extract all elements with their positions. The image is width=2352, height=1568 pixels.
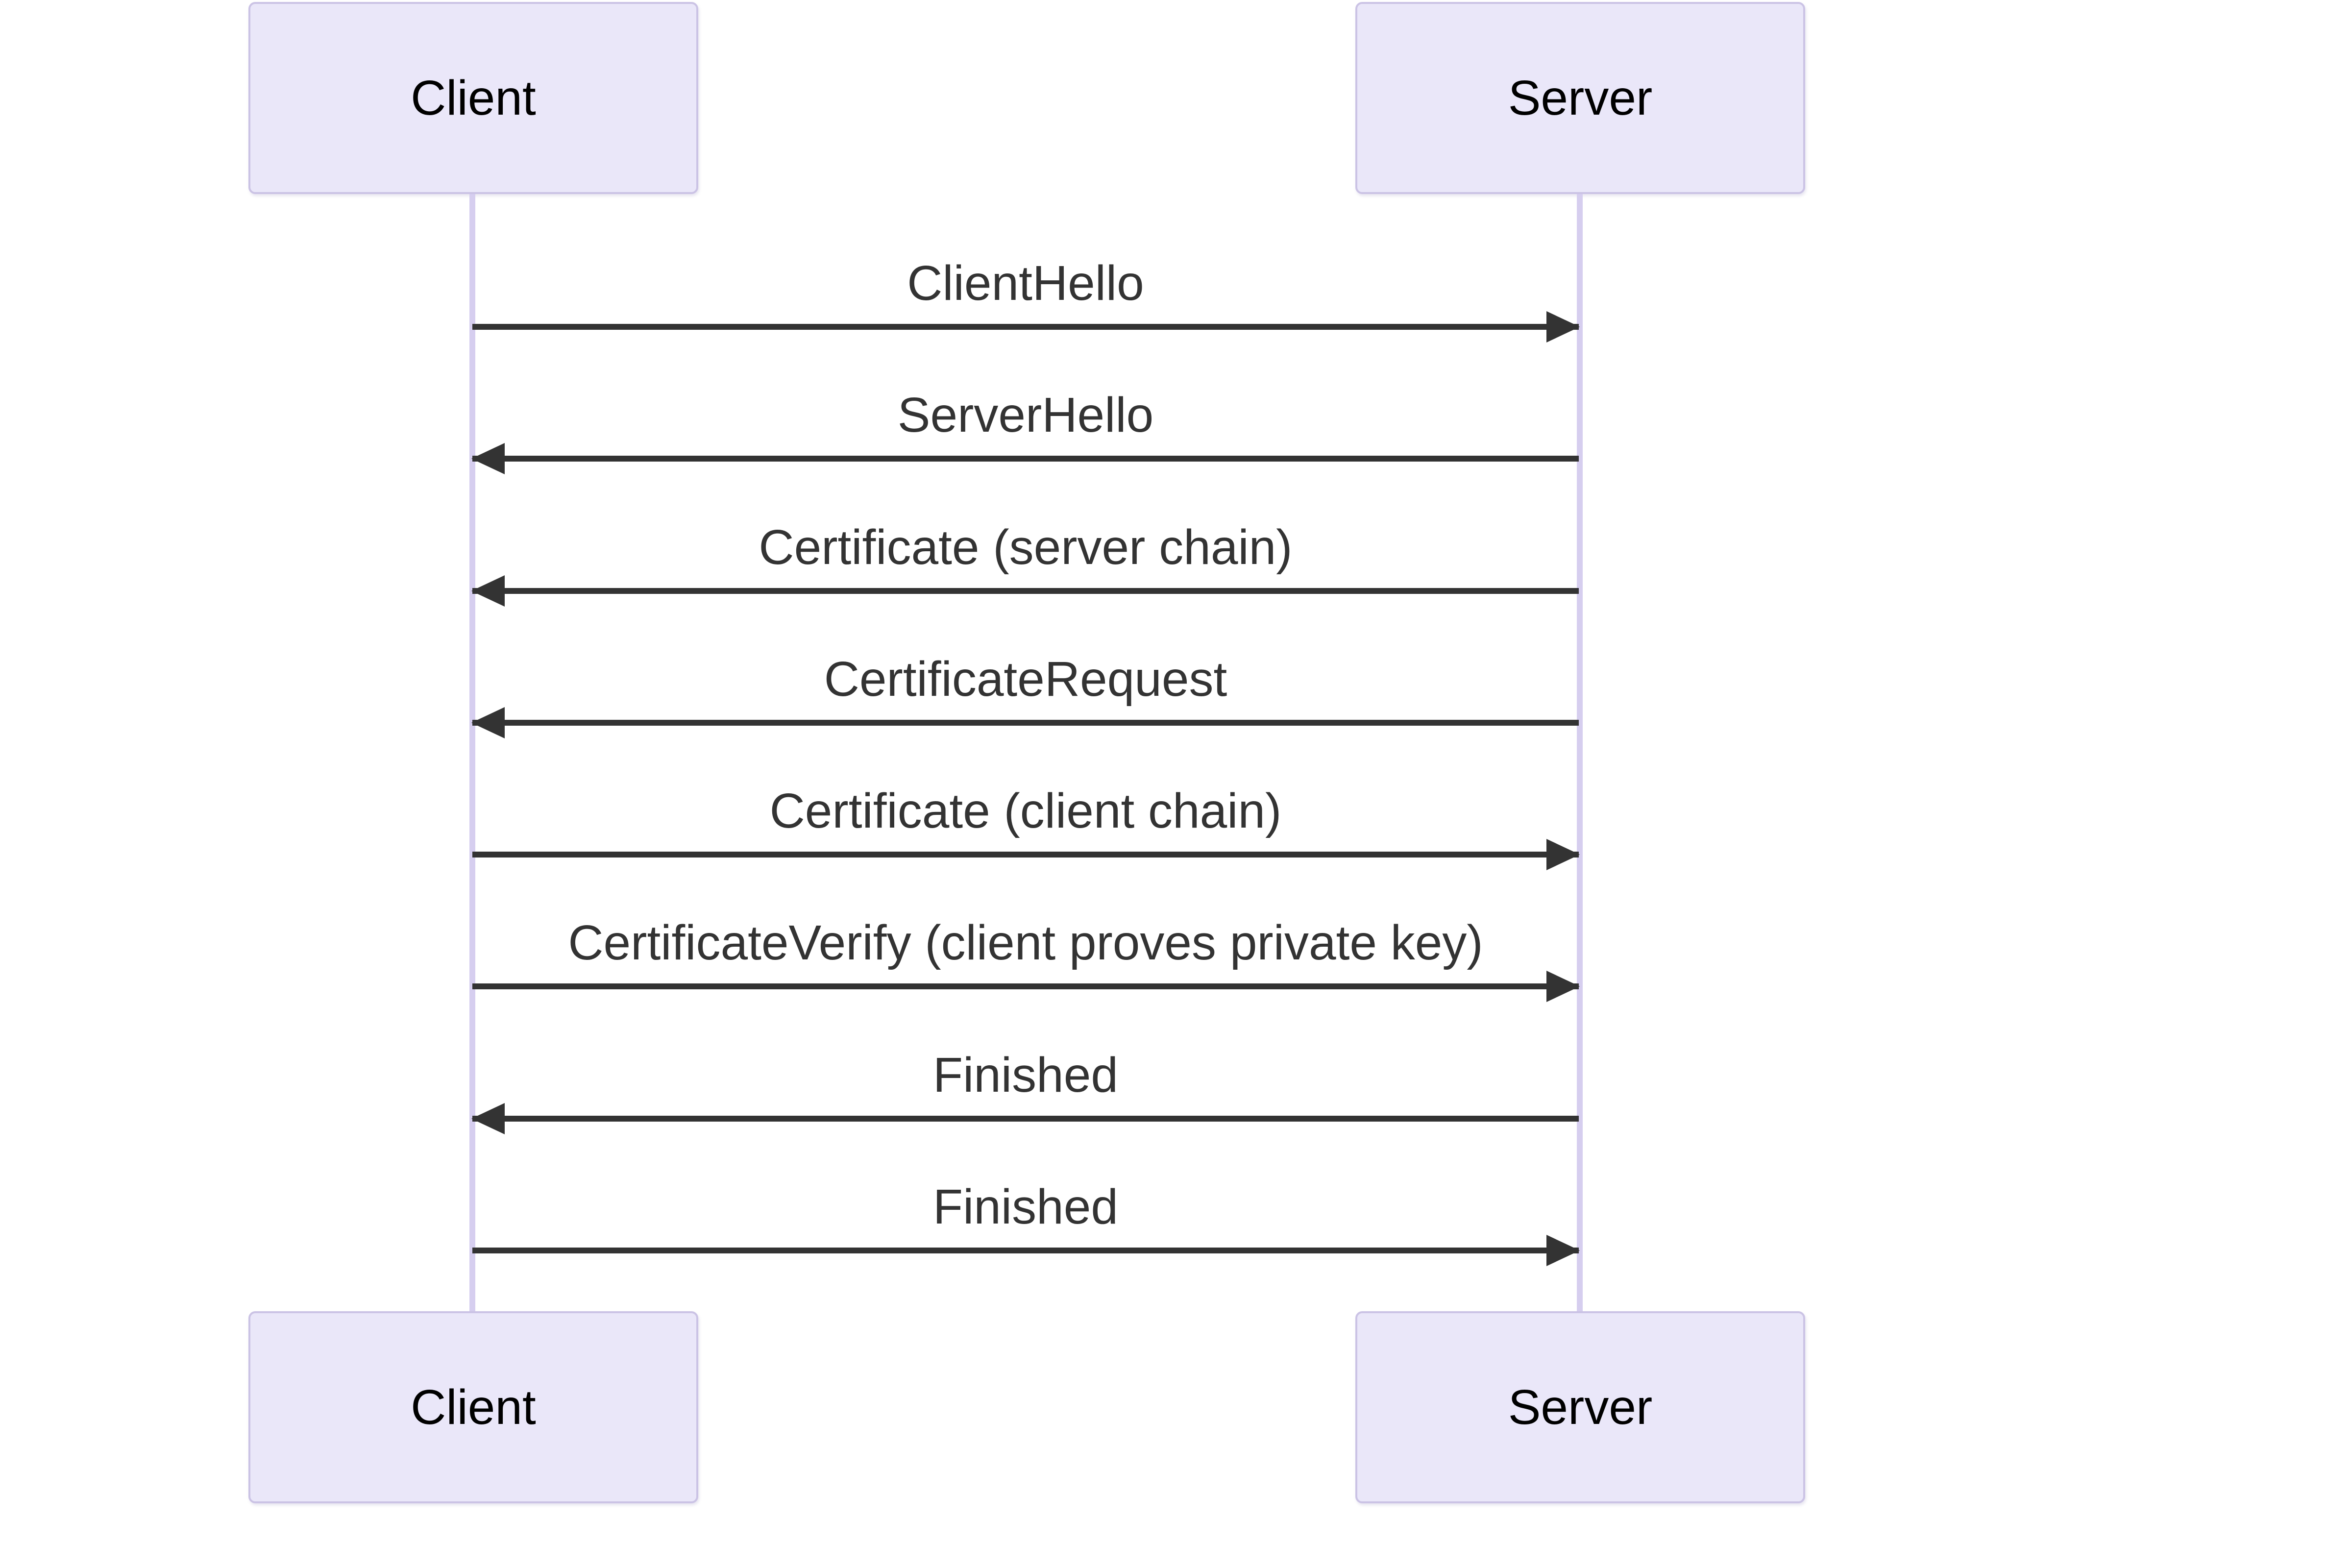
actor-label-server-bottom: Server [1508, 1380, 1653, 1435]
message-label: Certificate (server chain) [759, 520, 1293, 575]
actor-box-server-top: Server [1355, 2, 1805, 194]
actor-box-client-bottom: Client [248, 1311, 698, 1503]
message-arrow-line [472, 1116, 1579, 1122]
message-arrow-line [472, 1248, 1579, 1253]
message-arrow-line [472, 720, 1579, 726]
lifeline-server [1577, 194, 1583, 1313]
arrowhead-right-icon [1546, 839, 1580, 870]
message-row-1: ClientHello [472, 219, 1580, 343]
message-arrow-line [472, 588, 1579, 594]
message-arrow-line [472, 852, 1579, 858]
arrowhead-left-icon [471, 443, 505, 474]
message-row-8: Finished [472, 1143, 1580, 1266]
message-arrow-line [472, 324, 1579, 330]
actor-box-server-bottom: Server [1355, 1311, 1805, 1503]
message-arrow-line [472, 983, 1579, 989]
message-row-4: CertificateRequest [471, 615, 1579, 738]
message-row-6: CertificateVerify (client proves private… [472, 879, 1580, 1002]
message-label: ServerHello [897, 388, 1154, 442]
actor-label-client-bottom: Client [411, 1380, 536, 1435]
message-row-3: Certificate (server chain) [471, 483, 1579, 607]
message-label: Certificate (client chain) [769, 784, 1282, 838]
arrowhead-left-icon [471, 575, 505, 607]
actor-box-client-top: Client [248, 2, 698, 194]
message-row-2: ServerHello [471, 351, 1579, 474]
actor-label-client-top: Client [411, 71, 536, 125]
message-label: Finished [933, 1048, 1118, 1102]
message-label: Finished [933, 1179, 1118, 1234]
actor-label-server-top: Server [1508, 71, 1653, 125]
message-row-5: Certificate (client chain) [472, 747, 1580, 870]
message-label: ClientHello [907, 256, 1144, 311]
message-label: CertificateVerify (client proves private… [568, 915, 1483, 970]
arrowhead-right-icon [1546, 971, 1580, 1002]
arrowhead-right-icon [1546, 1235, 1580, 1266]
arrowhead-left-icon [471, 1103, 505, 1134]
arrowhead-right-icon [1546, 311, 1580, 343]
message-arrow-line [472, 456, 1579, 462]
arrowhead-left-icon [471, 707, 505, 738]
message-label: CertificateRequest [824, 652, 1227, 707]
message-row-7: Finished [471, 1011, 1579, 1134]
